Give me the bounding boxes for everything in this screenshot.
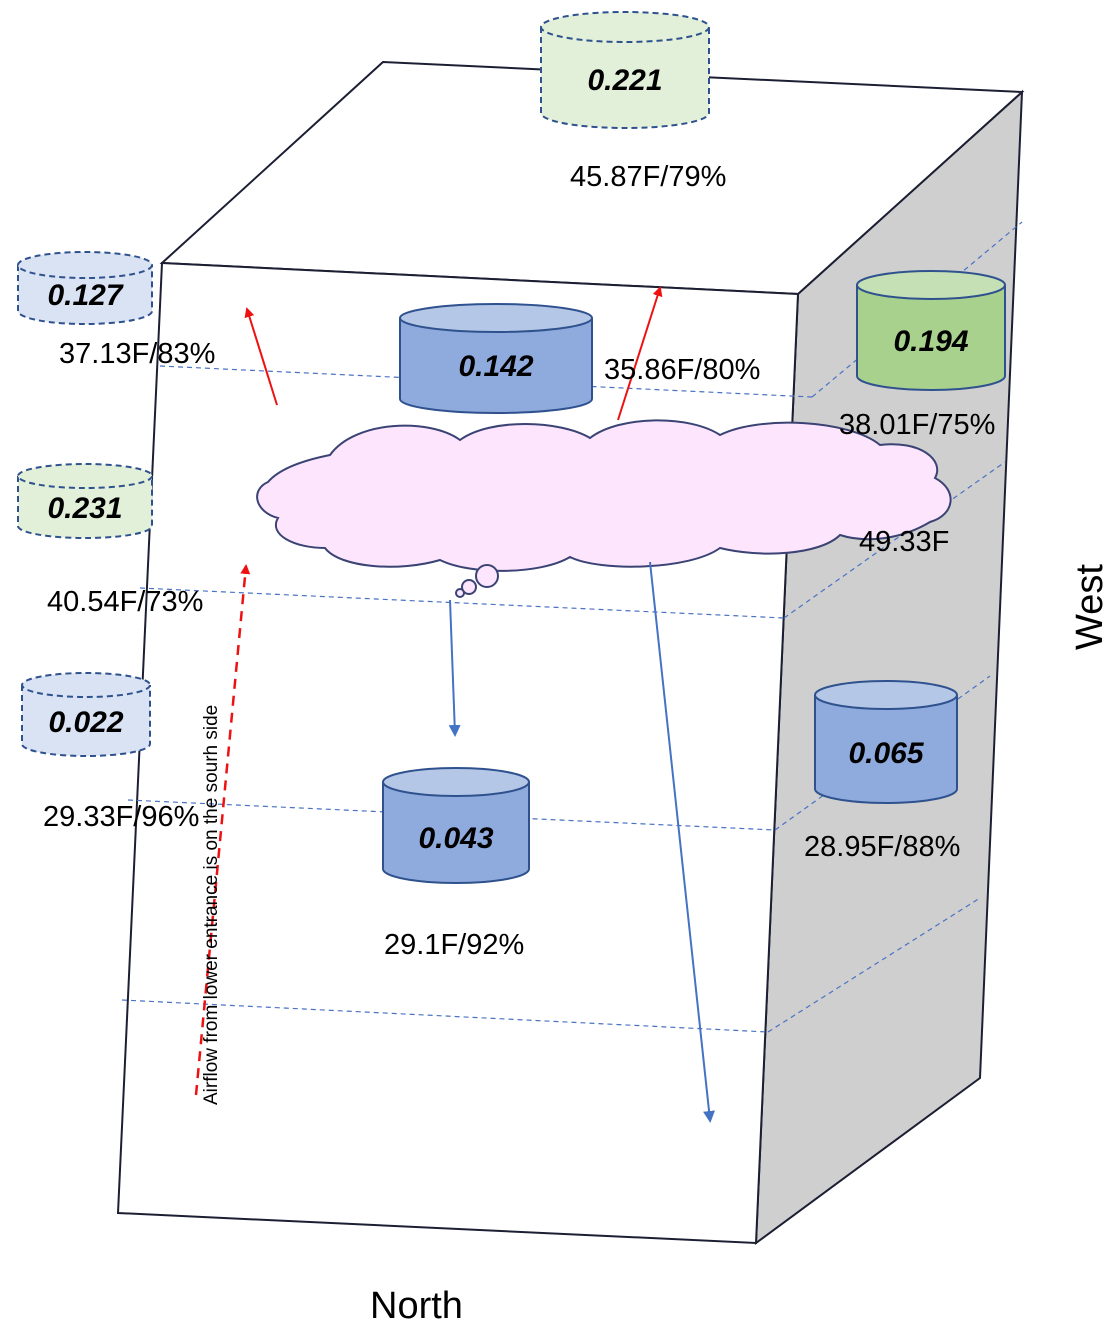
sensor-value: 0.221 bbox=[587, 64, 662, 97]
flow-arrow-down-short bbox=[448, 599, 461, 737]
reading-label: 38.01F/75% bbox=[839, 409, 995, 441]
sensor-cylinder-0043: 0.043 bbox=[382, 767, 530, 884]
airflow-arrow-left bbox=[244, 307, 278, 406]
cloud-bubble-medium bbox=[461, 579, 477, 595]
airflow-inlet-arrow bbox=[194, 564, 251, 1096]
sensor-cylinder-0231: 0.231 bbox=[17, 463, 153, 539]
sensor-cylinder-0065: 0.065 bbox=[814, 680, 958, 804]
sensor-value: 0.065 bbox=[848, 737, 924, 770]
reading-label: 37.13F/83% bbox=[59, 338, 215, 370]
sensor-value: 0.142 bbox=[458, 350, 533, 383]
sensor-value: 0.194 bbox=[893, 325, 968, 358]
sensor-cylinder-0194: 0.194 bbox=[856, 270, 1006, 391]
cloud-bubble-small bbox=[455, 588, 465, 598]
reading-label: 28.95F/88% bbox=[804, 831, 960, 863]
cloud-shape bbox=[256, 419, 952, 598]
cloud-reading-label: 49.33F bbox=[859, 526, 949, 558]
cloud-bubble-large bbox=[475, 564, 499, 588]
sensor-cylinder-0142: 0.142 bbox=[399, 303, 593, 414]
sensor-cylinder-0022: 0.022 bbox=[21, 672, 151, 757]
airflow-note: Airflow from lower entrance is on the so… bbox=[201, 705, 222, 1105]
direction-north: North bbox=[370, 1285, 463, 1321]
sensor-cylinder-0127: 0.127 bbox=[17, 251, 153, 325]
direction-west: West bbox=[1069, 564, 1107, 650]
flow-arrow-down-long bbox=[649, 561, 716, 1123]
sensor-value: 0.022 bbox=[48, 706, 123, 739]
level-line-2-side bbox=[783, 461, 1006, 619]
level-line-4-side bbox=[767, 897, 981, 1033]
reading-label: 45.87F/79% bbox=[570, 161, 726, 193]
sensor-cylinder-0221: 0.221 bbox=[540, 11, 710, 129]
sensor-value: 0.231 bbox=[47, 492, 122, 525]
sensor-value: 0.043 bbox=[418, 822, 493, 855]
sensor-value: 0.127 bbox=[47, 279, 123, 312]
reading-label: 29.1F/92% bbox=[384, 929, 524, 961]
reading-label: 35.86F/80% bbox=[604, 354, 760, 386]
reading-label: 29.33F/96% bbox=[43, 801, 199, 833]
airflow-arrow-right bbox=[617, 286, 663, 421]
reading-label: 40.54F/73% bbox=[47, 586, 203, 618]
